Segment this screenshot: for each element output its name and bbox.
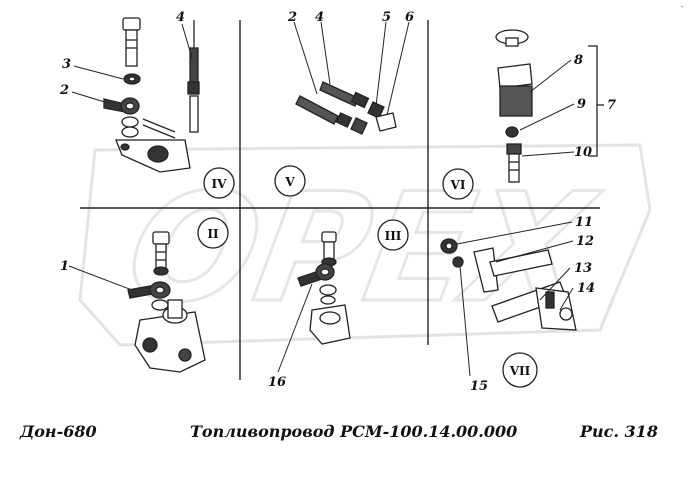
view-marker-v: V (274, 165, 306, 197)
svg-text:II: II (207, 227, 219, 241)
view-marker-ii: II (197, 217, 229, 249)
bolt-head (122, 17, 141, 31)
svg-text:III: III (385, 229, 402, 243)
corner-mark: - (680, 2, 684, 12)
label-6: 6 (405, 10, 414, 25)
label-5: 5 (382, 10, 391, 25)
label-3: 3 (62, 57, 71, 72)
panel-v-assembly (295, 81, 397, 135)
fitting-10 (506, 143, 522, 155)
watermark-gear (78, 143, 652, 347)
washer-9 (505, 126, 519, 138)
washer-15 (452, 256, 464, 268)
pipe-upper (319, 81, 359, 107)
caption-figure: Рис. 318 (580, 422, 658, 441)
svg-text:V: V (284, 175, 295, 189)
label-11: 11 (575, 215, 593, 230)
svg-text:VI: VI (450, 178, 466, 192)
label-2b: 2 (287, 10, 297, 25)
label-8: 8 (574, 53, 583, 68)
view-marker-iv: IV (203, 167, 235, 199)
panel-ii-assembly (127, 231, 206, 373)
label-2: 2 (59, 83, 69, 98)
label-15: 15 (470, 379, 488, 394)
panel-iii-assembly (297, 231, 351, 345)
screw-13 (545, 291, 555, 309)
pipe-4 (189, 47, 199, 85)
label-9: 9 (577, 97, 586, 112)
panel-iv-assembly (103, 17, 200, 173)
view-marker-vi: VI (442, 168, 474, 200)
panel-dividers (80, 20, 600, 380)
view-marker-iii: III (377, 219, 409, 251)
label-7: 7 (607, 98, 616, 113)
panel-vii-assembly (440, 238, 577, 331)
svg-text:IV: IV (212, 177, 228, 191)
nut-8 (497, 63, 533, 89)
label-1: 1 (60, 259, 69, 274)
leader-lines (68, 21, 575, 377)
label-4a: 4 (176, 10, 185, 25)
label-10: 10 (574, 145, 592, 160)
bracket-7 (588, 45, 598, 157)
label-16: 16 (268, 375, 286, 390)
view-marker-vii: VII (502, 352, 538, 388)
label-4b: 4 (315, 10, 324, 25)
caption-title: Топливопровод РСМ-100.14.00.000 (190, 422, 518, 441)
part-labels: 3 2 4 2 4 5 6 8 9 7 10 11 12 13 14 1 16 … (59, 10, 616, 394)
svg-text:VII: VII (509, 364, 531, 378)
fitting-6 (375, 112, 397, 132)
nut-5 (367, 101, 385, 119)
label-14: 14 (577, 281, 595, 296)
label-12: 12 (576, 234, 594, 249)
panel-vi-assembly (495, 29, 604, 183)
caption-model: Дон-680 (20, 422, 97, 441)
label-13: 13 (574, 261, 592, 276)
clamp-12 (473, 247, 499, 293)
view-markers: IV V VI II III VII (197, 165, 538, 388)
